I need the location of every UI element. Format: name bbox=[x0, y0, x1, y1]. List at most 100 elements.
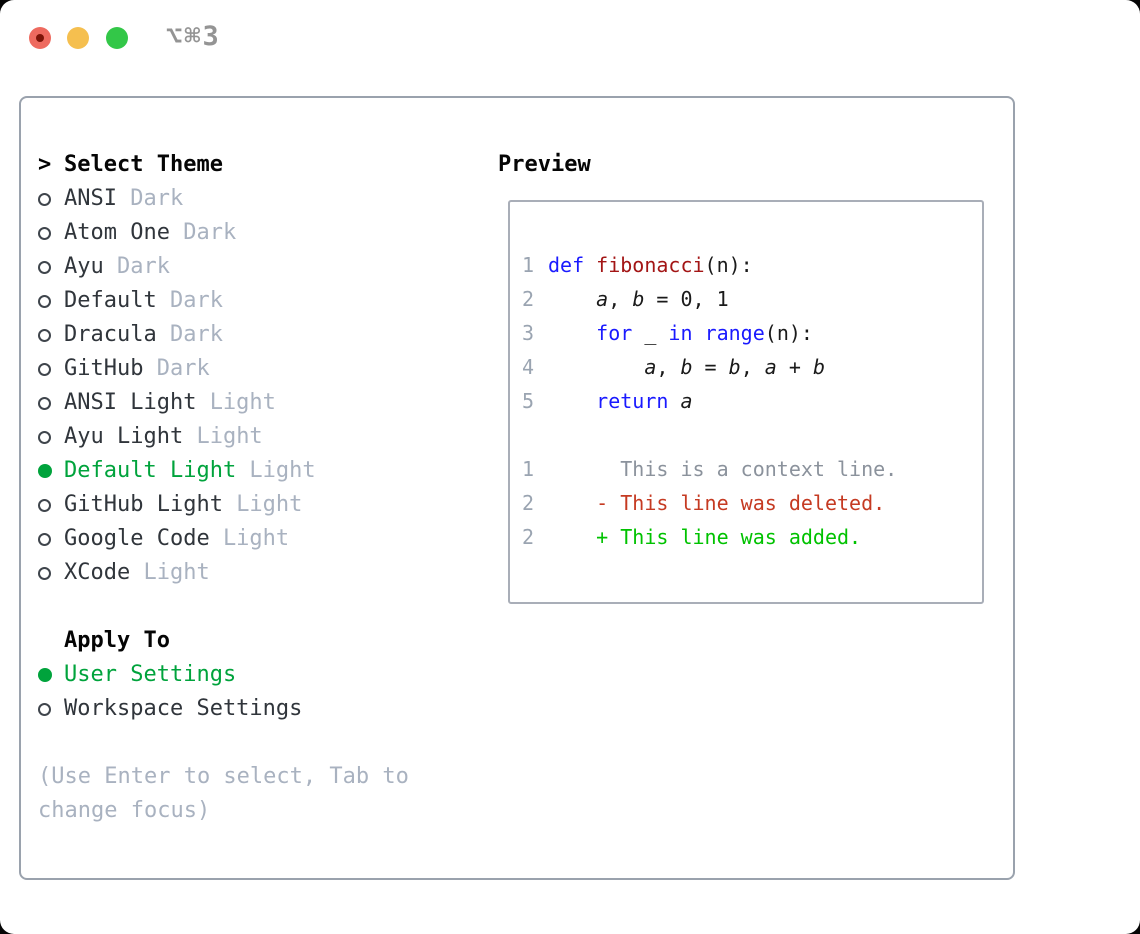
line-number: 2 bbox=[522, 491, 535, 515]
code-segment-plain bbox=[693, 316, 705, 350]
marker-cell bbox=[38, 464, 64, 478]
option-label: GitHub bbox=[64, 356, 144, 381]
minimize-button[interactable] bbox=[67, 27, 89, 49]
blank-line bbox=[522, 418, 982, 452]
marker-cell bbox=[38, 226, 64, 240]
code-segment-variable: b bbox=[728, 355, 741, 379]
option-label: Workspace Settings bbox=[64, 696, 303, 721]
radio-unselected-icon bbox=[38, 702, 51, 716]
diff-text-added: + This line was added. bbox=[548, 525, 862, 549]
marker-cell bbox=[38, 362, 64, 376]
line-number: 5 bbox=[522, 389, 535, 413]
line-number: 2 bbox=[522, 287, 535, 311]
marker-cell bbox=[38, 532, 64, 546]
code-segment-plain: + bbox=[776, 355, 813, 379]
code-segment-keyword: def bbox=[548, 253, 585, 277]
zoom-button[interactable] bbox=[106, 27, 128, 49]
option-label: Default bbox=[64, 288, 157, 313]
code-segment-variable: b bbox=[680, 355, 693, 379]
code-segment-variable: a bbox=[596, 287, 609, 311]
theme-option-ayu-dark[interactable]: Ayu Dark bbox=[38, 250, 409, 284]
marker-cell bbox=[38, 430, 64, 444]
theme-variant-label: Light bbox=[143, 560, 210, 585]
close-button-dot-icon bbox=[36, 34, 44, 42]
marker-cell bbox=[38, 498, 64, 512]
code-segment-plain: (n): bbox=[704, 253, 753, 277]
option-label: Ayu Light bbox=[64, 424, 184, 449]
theme-variant-label: Dark bbox=[116, 254, 170, 279]
preview-line-code-2: 2 a, b = 0, 1 bbox=[522, 282, 982, 316]
preview-line-diff-deleted: 2 - This line was deleted. bbox=[522, 486, 982, 520]
radio-unselected-icon bbox=[38, 498, 51, 512]
select-theme-title: Select Theme bbox=[64, 152, 223, 177]
code-segment-plain bbox=[548, 282, 596, 316]
code-segment-function: fibonacci bbox=[596, 253, 705, 277]
radio-unselected-icon bbox=[38, 260, 51, 274]
radio-selected-icon bbox=[38, 668, 52, 682]
close-button[interactable] bbox=[29, 27, 51, 49]
radio-unselected-icon bbox=[38, 294, 51, 308]
apply-option-workspace-settings[interactable]: Workspace Settings bbox=[38, 692, 409, 726]
preview-title: Preview bbox=[498, 152, 591, 177]
preview-line-code-4: 4 a, b = b, a + b bbox=[522, 350, 982, 384]
theme-variant-label: Dark bbox=[156, 356, 210, 381]
option-label: Atom One bbox=[64, 220, 170, 245]
code-segment-variable: b bbox=[812, 355, 825, 379]
option-label: ANSI Light bbox=[64, 390, 197, 415]
radio-unselected-icon bbox=[38, 396, 51, 410]
marker-cell bbox=[38, 396, 64, 410]
line-number: 1 bbox=[522, 253, 535, 277]
line-number: 3 bbox=[522, 321, 535, 345]
radio-unselected-icon bbox=[38, 328, 51, 342]
code-segment-keyword: in bbox=[668, 321, 693, 345]
theme-variant-label: Light bbox=[209, 390, 276, 415]
option-label: ANSI bbox=[64, 186, 117, 211]
theme-variant-label: Light bbox=[222, 526, 290, 551]
diff-text-deleted: - This line was deleted. bbox=[548, 491, 886, 515]
option-label: Ayu bbox=[64, 254, 104, 279]
spacer bbox=[38, 590, 409, 624]
apply-option-user-settings[interactable]: User Settings bbox=[38, 658, 409, 692]
code-segment-plain bbox=[548, 350, 644, 384]
radio-unselected-icon bbox=[38, 192, 51, 206]
marker-cell bbox=[38, 702, 64, 716]
option-label: Dracula bbox=[64, 322, 157, 347]
option-label: User Settings bbox=[64, 662, 237, 687]
spacer bbox=[38, 726, 409, 760]
option-label: GitHub Light bbox=[64, 492, 223, 517]
code-segment-plain bbox=[548, 384, 596, 418]
line-number: 1 bbox=[522, 457, 535, 481]
line-number: 2 bbox=[522, 525, 535, 549]
radio-unselected-icon bbox=[38, 430, 51, 444]
theme-option-ansi-light-light[interactable]: ANSI Light Light bbox=[38, 386, 409, 420]
marker-cell bbox=[38, 668, 64, 682]
radio-unselected-icon bbox=[38, 566, 51, 580]
code-segment-plain: , bbox=[608, 287, 633, 311]
theme-variant-label: Light bbox=[249, 458, 316, 483]
code-segment-keyword: for bbox=[596, 321, 633, 345]
keyboard-hint: (Use Enter to select, Tab to change focu… bbox=[38, 764, 409, 823]
code-segment-plain bbox=[668, 384, 680, 418]
code-segment-plain bbox=[584, 248, 596, 282]
theme-option-github-dark[interactable]: GitHub Dark bbox=[38, 352, 409, 386]
preview-line-code-5: 5 return a bbox=[522, 384, 982, 418]
code-segment-keyword: range bbox=[704, 321, 765, 345]
code-segment-plain bbox=[548, 316, 596, 350]
diff-text-context: This is a context line. bbox=[548, 457, 898, 481]
line-number: 4 bbox=[522, 355, 535, 379]
